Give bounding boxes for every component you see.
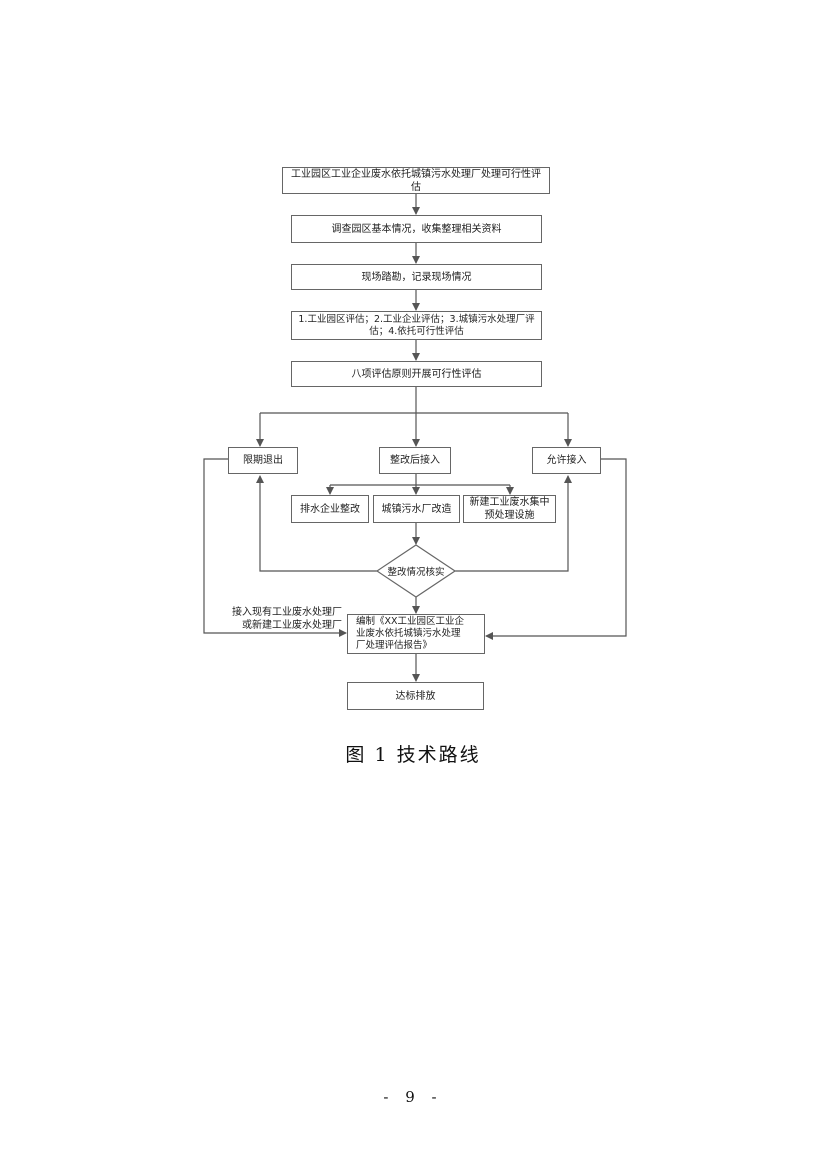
site-box: 现场踏勘，记录现场情况 [291,264,542,290]
sub-plant-box: 城镇污水厂改造 [373,495,460,523]
discharge-box: 达标排放 [347,682,484,710]
side-note: 接入现有工业废水处理厂 或新建工业废水处理厂 [232,607,342,631]
arrow-exit-report [203,458,347,637]
assess-box: 1.工业园区评估；2.工业企业评估；3.城镇污水处理厂评 估；4.依托可行性评估 [291,311,542,340]
exit-box: 限期退出 [228,447,298,474]
report-box: 编制《XX工业园区工业企 业废水依托城镇污水处理 厂处理评估报告》 [347,614,485,654]
arrow-verify-exit [256,475,377,572]
eight-principles-box: 八项评估原则开展可行性评估 [291,361,542,387]
verify-label: 整改情况核实 [387,567,445,578]
survey-box: 调查园区基本情况，收集整理相关资料 [291,215,542,243]
page-number: - 9 - [383,1088,443,1106]
allow-box: 允许接入 [532,447,601,474]
sub-enterprise-box: 排水企业整改 [291,495,369,523]
arrow-verify-allow [455,475,572,572]
verify-diamond [375,544,457,598]
title-box: 工业园区工业企业废水依托城镇污水处理厂处理可行性评估 [282,167,550,194]
sub-pretreat-box: 新建工业废水集中 预处理设施 [463,495,556,523]
figure-caption: 图 1 技术路线 [345,744,481,766]
rectify-box: 整改后接入 [379,447,451,474]
arrow-allow-report [485,458,627,640]
